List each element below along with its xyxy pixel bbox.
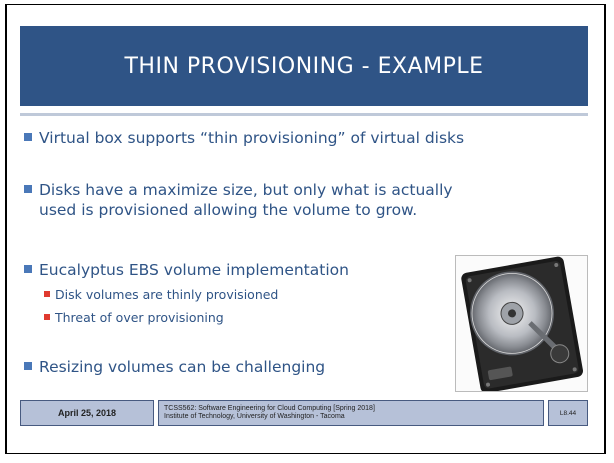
- footer-course-line2: Institute of Technology, University of W…: [164, 413, 345, 420]
- footer-page-number: L8.44: [548, 400, 588, 426]
- bullet-3: Eucalyptus EBS volume implementation: [20, 260, 349, 280]
- footer-course: TCSS562: Software Engineering for Cloud …: [158, 400, 544, 426]
- bullet-square-icon: [24, 185, 32, 193]
- sub-bullet-1-text: Disk volumes are thinly provisioned: [55, 287, 279, 302]
- hard-drive-image: [455, 255, 588, 393]
- bullet-2: Disks have a maximize size, but only wha…: [20, 180, 453, 220]
- slide-border: [5, 4, 606, 454]
- bullet-4-text: Resizing volumes can be challenging: [39, 358, 326, 376]
- bullet-square-icon: [24, 265, 32, 273]
- sub-bullet-1: Disk volumes are thinly provisioned: [41, 287, 278, 303]
- sub-bullet-square-icon: [44, 314, 50, 320]
- slide-title: THIN PROVISIONING - EXAMPLE: [124, 53, 484, 79]
- sub-bullet-2: Threat of over provisioning: [41, 310, 224, 326]
- title-underline: [20, 113, 588, 116]
- hard-drive-icon: [461, 256, 584, 393]
- title-bar: THIN PROVISIONING - EXAMPLE: [20, 26, 588, 106]
- bullet-square-icon: [24, 362, 32, 370]
- bullet-4: Resizing volumes can be challenging: [20, 357, 325, 377]
- bullet-2-line1: Disks have a maximize size, but only wha…: [39, 181, 453, 199]
- footer-date: April 25, 2018: [20, 400, 154, 426]
- footer: April 25, 2018 TCSS562: Software Enginee…: [20, 400, 588, 426]
- sub-bullet-2-text: Threat of over provisioning: [55, 310, 224, 325]
- bullet-1: Virtual box supports “thin provisioning”…: [20, 128, 464, 148]
- bullet-square-icon: [24, 133, 32, 141]
- footer-course-line1: TCSS562: Software Engineering for Cloud …: [164, 405, 375, 412]
- bullet-2-line2: used is provisioned allowing the volume …: [39, 201, 418, 219]
- bullet-1-text: Virtual box supports “thin provisioning”…: [39, 129, 465, 147]
- sub-bullet-square-icon: [44, 291, 50, 297]
- bullet-3-text: Eucalyptus EBS volume implementation: [39, 261, 349, 279]
